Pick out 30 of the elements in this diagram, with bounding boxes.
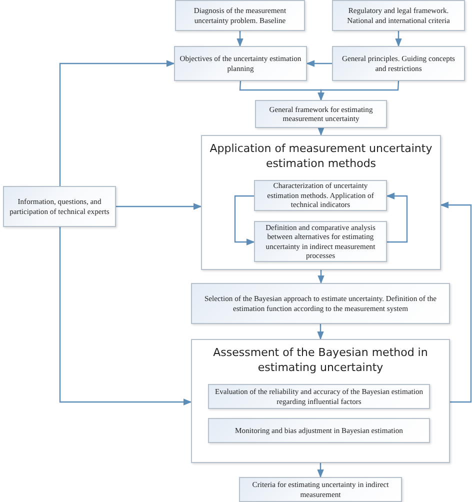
arrow <box>234 195 255 246</box>
arrow <box>318 127 324 136</box>
arrow <box>386 192 408 243</box>
arrow <box>440 202 472 403</box>
arrow <box>317 324 324 340</box>
process-box <box>208 418 430 443</box>
arrow <box>59 227 192 406</box>
arrow <box>59 60 175 186</box>
process-box <box>191 283 450 324</box>
group-box <box>191 339 450 463</box>
process-box <box>254 180 387 211</box>
arrow <box>395 31 402 47</box>
process-box <box>175 0 305 31</box>
process-box <box>208 384 430 409</box>
arrow <box>116 203 202 210</box>
arrow <box>317 463 324 478</box>
process-box <box>254 221 387 262</box>
process-box <box>239 477 402 502</box>
process-box <box>3 186 116 227</box>
arrow <box>236 31 244 47</box>
process-box <box>332 46 465 81</box>
group-heading: Assessment of the Bayesian method in estimating uncertainty <box>212 345 429 376</box>
arrow <box>306 60 332 67</box>
process-box <box>332 0 465 31</box>
arrow <box>318 80 400 101</box>
group-heading: Application of measurement uncertainty estimation methods <box>208 141 434 172</box>
arrow <box>318 270 324 284</box>
process-box <box>174 46 307 81</box>
process-box <box>255 100 387 128</box>
group-box <box>201 135 441 270</box>
